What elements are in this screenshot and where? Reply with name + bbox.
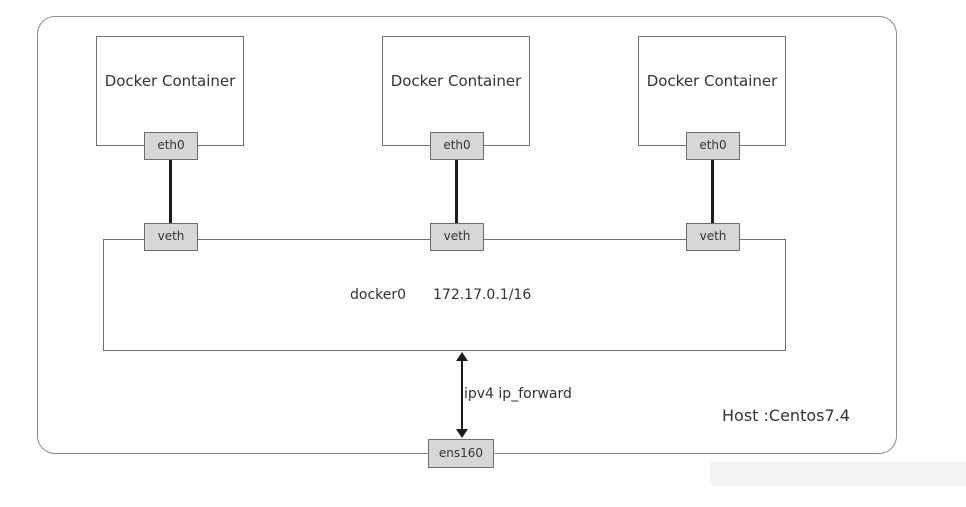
veth-link-1 xyxy=(169,160,172,223)
ens160-port: ens160 xyxy=(428,439,494,468)
veth-port-1: veth xyxy=(144,223,198,251)
docker-container-2: Docker Container xyxy=(382,36,530,146)
ip-forward-label: ipv4 ip_forward xyxy=(464,386,572,402)
ip-forward-arrow xyxy=(456,352,468,438)
docker-container-1: Docker Container xyxy=(96,36,244,146)
bridge-cidr: 172.17.0.1/16 xyxy=(433,287,532,303)
eth0-port-1: eth0 xyxy=(144,132,198,160)
host-label: Host :Centos7.4 xyxy=(722,406,850,425)
bridge-name: docker0 xyxy=(350,287,407,303)
container-title: Docker Container xyxy=(390,72,522,90)
docker-container-3: Docker Container xyxy=(638,36,786,146)
veth-link-3 xyxy=(711,160,714,223)
eth0-port-3: eth0 xyxy=(686,132,740,160)
veth-port-3: veth xyxy=(686,223,740,251)
container-title: Docker Container xyxy=(104,72,236,90)
veth-link-2 xyxy=(455,160,458,223)
veth-port-2: veth xyxy=(430,223,484,251)
eth0-port-2: eth0 xyxy=(430,132,484,160)
watermark-band xyxy=(710,462,966,486)
container-title: Docker Container xyxy=(646,72,778,90)
